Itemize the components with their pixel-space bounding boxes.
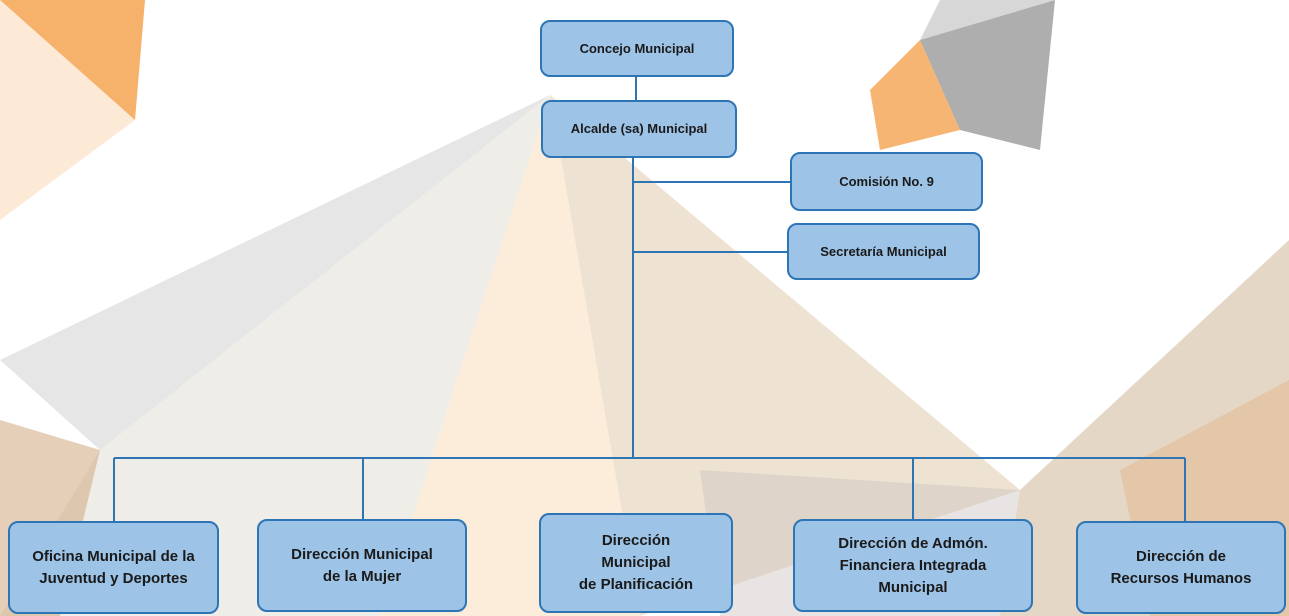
node-concejo-municipal: Concejo Municipal <box>540 20 734 77</box>
node-direccion-admon-financiera: Dirección de Admón. Financiera Integrada… <box>793 519 1033 612</box>
node-secretaria-label: Secretaría Municipal <box>820 243 947 259</box>
node-direccion-planificacion: Dirección Municipal de Planificación <box>539 513 733 613</box>
node-comision-no-9: Comisión No. 9 <box>790 152 983 211</box>
node-direccion-recursos-humanos: Dirección de Recursos Humanos <box>1076 521 1286 614</box>
node-planificacion-line-1: Dirección <box>601 532 671 549</box>
node-mujer-line-2: de la Mujer <box>322 567 402 585</box>
node-concejo-label: Concejo Municipal <box>579 40 695 56</box>
node-planificacion-line-3: de Planificación <box>578 576 694 593</box>
node-planificacion-line-2: Municipal <box>601 554 671 571</box>
node-secretaria-municipal: Secretaría Municipal <box>787 223 980 280</box>
node-direccion-mujer: Dirección Municipal de la Mujer <box>257 519 467 612</box>
node-oficina-line-2: Juventud y Deportes <box>39 569 188 587</box>
node-alcalde-municipal: Alcalde (sa) Municipal <box>541 100 737 158</box>
node-rrhh-line-2: Recursos Humanos <box>1110 569 1252 587</box>
node-admon-line-3: Municipal <box>878 578 948 596</box>
node-admon-line-2: Financiera Integrada <box>839 556 987 574</box>
node-admon-line-1: Dirección de Admón. <box>838 534 988 552</box>
node-mujer-line-1: Dirección Municipal <box>291 545 433 563</box>
node-comision-label: Comisión No. 9 <box>839 173 934 189</box>
node-rrhh-line-1: Dirección de <box>1135 547 1227 565</box>
node-oficina-juventud-deportes: Oficina Municipal de la Juventud y Depor… <box>8 521 219 614</box>
node-alcalde-label: Alcalde (sa) Municipal <box>570 121 708 136</box>
node-oficina-line-1: Oficina Municipal de la <box>32 547 195 565</box>
